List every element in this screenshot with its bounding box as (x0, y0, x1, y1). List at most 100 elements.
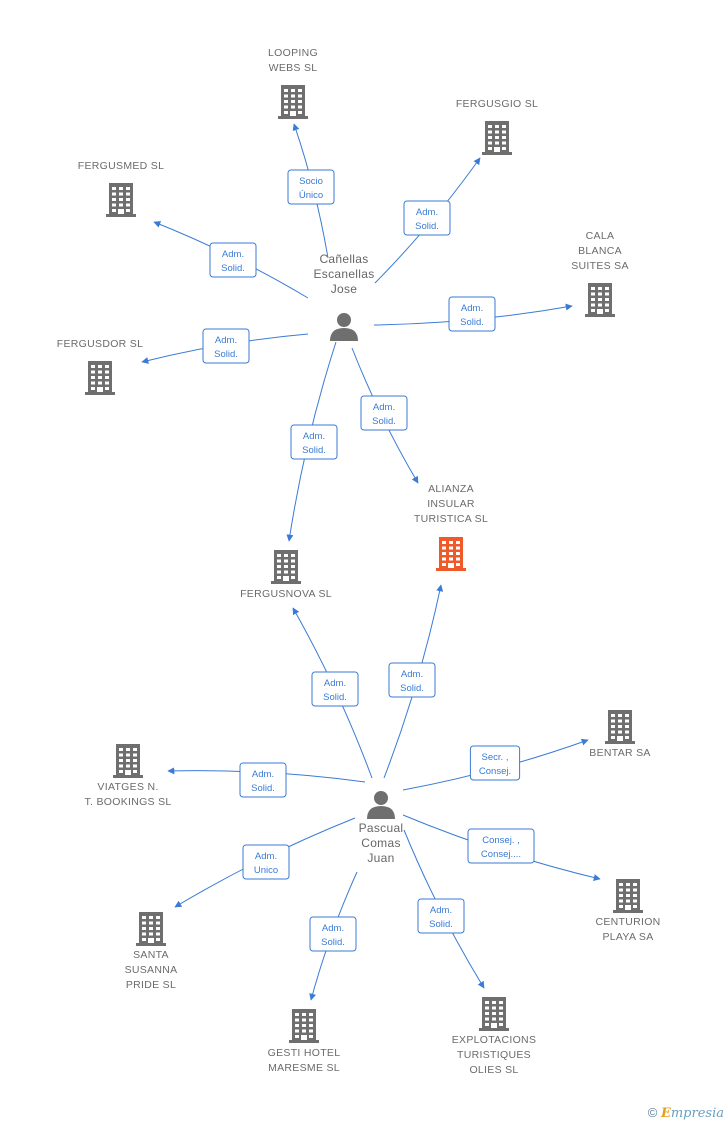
relation-badge-label-line: Adm. (416, 207, 438, 218)
relation-badge-label: Adm.Solid. (400, 669, 424, 694)
relation-badge-label-line: Consej. , (482, 835, 520, 846)
relation-badge-label-line: Adm. (322, 923, 344, 934)
relation-badge-label-line: Adm. (430, 905, 452, 916)
relation-badge-label-line: Adm. (373, 402, 395, 413)
relation-badge-p1-c5[interactable]: Adm.Solid. (202, 328, 250, 364)
person-name-line: Jose (331, 282, 358, 296)
company-name-line: FERGUSNOVA SL (240, 588, 332, 600)
relation-badge-label: Adm.Solid. (372, 402, 396, 427)
relation-badge-p1-c4[interactable]: Adm. Solid. (448, 296, 496, 332)
relation-badge-p2-c7[interactable]: Adm. Solid. (311, 671, 359, 707)
company-name-line: FERGUSMED SL (78, 160, 164, 172)
relation-badge-box (469, 745, 521, 781)
brand-logo[interactable]: Empresia (661, 1106, 724, 1121)
relation-badge-label-line: Adm. (324, 678, 346, 689)
relation-badge-label: Adm.Solid. (321, 923, 345, 948)
building-icon (106, 183, 136, 217)
company-name-line: PLAYA SA (602, 931, 653, 943)
relation-badge-p1-c3[interactable]: Adm.Solid. (209, 242, 257, 278)
person-icon (330, 313, 358, 341)
relation-badge-box (242, 844, 290, 880)
company-name: BENTAR SA (589, 747, 650, 759)
person-name-line: Escanellas (313, 267, 374, 281)
relation-badge-label: Adm.Solid. (429, 905, 453, 930)
relation-badge-label-line: Solid. (302, 445, 326, 456)
relation-badge-label-line: Adm. (461, 303, 483, 314)
relation-badge-p1-c6[interactable]: Adm.Solid. (360, 395, 408, 431)
company-node-c3[interactable]: FERGUSMED SL (78, 160, 164, 217)
relation-badge-label: Adm.Solid. (251, 769, 275, 794)
company-name-line: BLANCA (578, 245, 622, 257)
relation-badge-box (209, 242, 257, 278)
company-name-line: ALIANZA (428, 483, 474, 495)
relation-badge-p1-c2[interactable]: Adm.Solid. (403, 200, 451, 236)
company-name-line: TURISTICA SL (414, 513, 488, 525)
building-icon (113, 744, 143, 778)
building-icon (605, 710, 635, 744)
copyright-symbol: © (647, 1105, 658, 1120)
company-node-c10[interactable]: CENTURION PLAYA SA (595, 879, 660, 943)
relation-badge-box (467, 828, 535, 864)
person-name-line: Comas (361, 836, 401, 850)
company-node-c8[interactable]: BENTAR SA (589, 710, 650, 759)
company-name: CENTURION PLAYA SA (595, 916, 660, 943)
relation-badge-label: Adm.Solid. (415, 207, 439, 232)
relation-badge-p2-c13[interactable]: Adm.Solid. (417, 898, 465, 934)
relation-badge-label: Adm. Solid. (460, 303, 484, 328)
company-node-c6[interactable]: ALIANZA INSULAR TURISTICA SL (414, 483, 488, 571)
relation-badge-p2-c10[interactable]: Consej. , Consej.... (467, 828, 535, 864)
relation-badge-label-line: Único (299, 190, 323, 201)
person-name-line: Cañellas (319, 252, 368, 266)
company-name-line: MARESME SL (268, 1062, 340, 1074)
relation-badge-label-line: Solid. (221, 263, 245, 274)
relation-badge-p2-c8[interactable]: Secr. ,Consej. (469, 745, 521, 781)
company-name: FERGUSNOVA SL (240, 588, 332, 600)
company-name-line: PRIDE SL (126, 979, 176, 991)
company-name-line: LOOPING (268, 47, 318, 59)
company-name-line: INSULAR (427, 498, 475, 510)
relation-badge-label: Secr. ,Consej. (479, 752, 511, 777)
relation-badge-box (360, 395, 408, 431)
relation-badge-p2-c12[interactable]: Adm.Solid. (309, 916, 357, 952)
relation-badge-p2-c6[interactable]: Adm.Solid. (388, 662, 436, 698)
relation-badge-label-line: Solid. (251, 783, 275, 794)
company-name-line: SUSANNA (125, 964, 178, 976)
person-icon (367, 791, 395, 819)
relation-badge-p1-c7[interactable]: Adm. Solid. (290, 424, 338, 460)
relation-badge-label-line: Solid. (323, 692, 347, 703)
company-name-line: SUITES SA (571, 260, 629, 272)
relation-badge-label-line: Solid. (460, 317, 484, 328)
relation-badge-label-line: Adm. (215, 335, 237, 346)
relation-badge-label: Adm.Unico (254, 851, 278, 876)
company-name-line: FERGUSDOR SL (57, 338, 143, 350)
building-icon (613, 879, 643, 913)
relation-badge-box (202, 328, 250, 364)
relation-badge-p2-c9[interactable]: Adm.Solid. (239, 762, 287, 798)
company-name-line: CENTURION (595, 916, 660, 928)
company-node-c5[interactable]: FERGUSDOR SL (57, 338, 143, 395)
company-name: VIATGES N.T. BOOKINGS SL (84, 781, 171, 808)
relation-badge-label: Adm.Solid. (214, 335, 238, 360)
relation-badge-p2-c11[interactable]: Adm.Unico (242, 844, 290, 880)
company-node-c2[interactable]: FERGUSGIO SL (456, 98, 538, 155)
company-node-c7[interactable]: FERGUSNOVA SL (240, 550, 332, 600)
company-node-c9[interactable]: VIATGES N.T. BOOKINGS SL (84, 744, 171, 808)
relation-badge-label-line: Adm. (303, 431, 325, 442)
relation-badge-label-line: Adm. (401, 669, 423, 680)
company-name: ALIANZA INSULAR TURISTICA SL (414, 483, 488, 525)
relation-badge-label-line: Consej.... (481, 849, 521, 860)
